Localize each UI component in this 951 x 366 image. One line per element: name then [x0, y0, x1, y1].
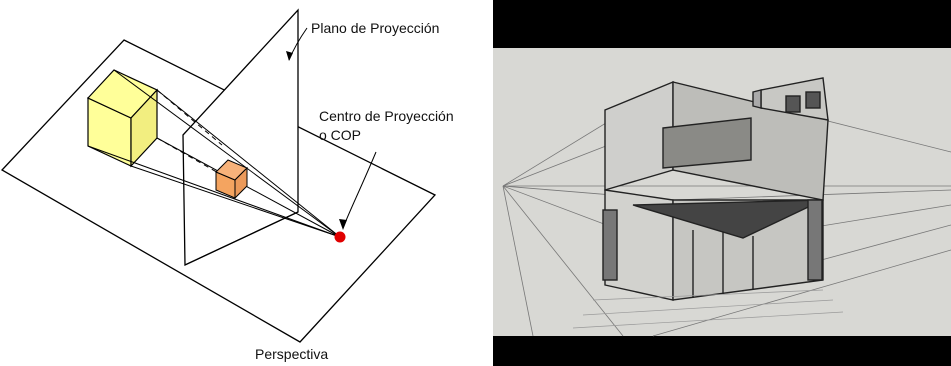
cop-label-line1: Centro de Proyección — [319, 108, 454, 124]
diagram-caption: Perspectiva — [255, 346, 329, 362]
tower-side — [752, 89, 762, 109]
projection-plane-label: Plano de Proyección — [311, 20, 440, 36]
column-left — [602, 209, 618, 281]
projection-diagram — [0, 8, 437, 343]
building — [602, 77, 829, 301]
window-band — [662, 117, 752, 169]
projector-lines — [87, 69, 341, 238]
projected-cube — [215, 159, 248, 200]
tower-window-1 — [785, 95, 801, 113]
projection-plane — [182, 8, 299, 267]
perspective-sketch-photo — [493, 0, 951, 366]
cop-leader-line — [342, 151, 377, 229]
plane-ground-intersection — [184, 211, 299, 266]
tower-window-2 — [805, 91, 821, 109]
projected-cube-side — [234, 166, 248, 200]
plane-arrow-head — [286, 51, 293, 61]
cop-label-line2: o COP — [319, 127, 362, 143]
projector-dashed — [156, 89, 223, 176]
ground-plane — [0, 39, 437, 343]
cop-arrow-head — [339, 219, 347, 230]
overhang-shadow — [632, 199, 824, 239]
column-right — [807, 199, 823, 281]
ground-hatching — [572, 289, 844, 329]
sketch-drawing — [493, 48, 951, 337]
cop-point — [334, 231, 346, 243]
object-cube — [86, 69, 159, 168]
